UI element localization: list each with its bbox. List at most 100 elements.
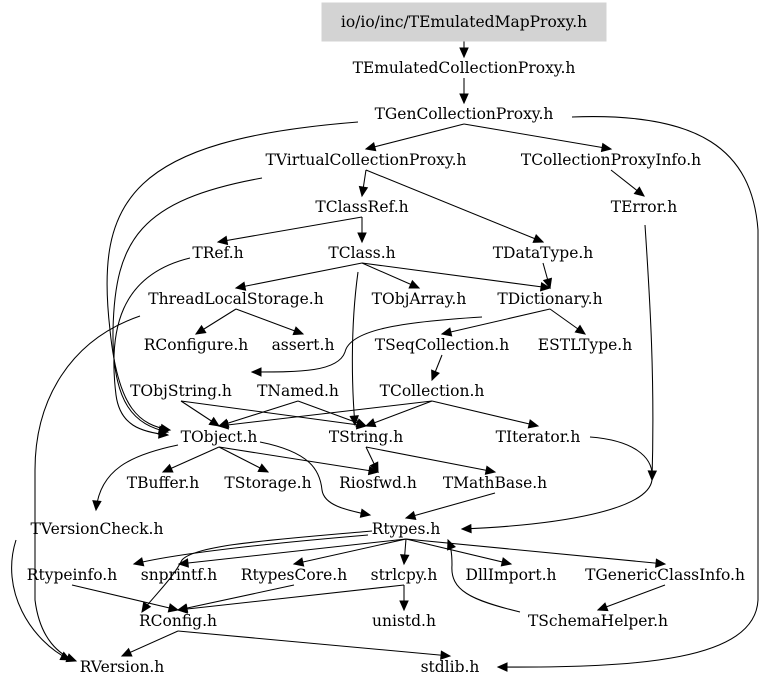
edge-tnamed-to-tstring (297, 400, 367, 427)
node-tstring: TString.h (329, 428, 403, 446)
node-tcollectionproxyinfo: TCollectionProxyInfo.h (521, 151, 701, 169)
edge-tdictionary-to-tseqcollection (441, 308, 551, 335)
edge-arrowhead (542, 277, 553, 290)
node-rtypescore: RtypesCore.h (241, 566, 347, 584)
edge-arrowhead (440, 327, 453, 337)
edge-arrowhead (459, 93, 469, 105)
edge-arrowhead (532, 234, 545, 243)
edge-arrowhead (399, 600, 409, 612)
node-root: io/io/inc/TEmulatedMapProxy.h (341, 13, 587, 31)
node-rtypes: Rtypes.h (372, 520, 441, 538)
node-titerator: TIterator.h (496, 428, 581, 446)
edge-arrowhead (460, 523, 472, 534)
edge-arrowhead (120, 647, 133, 657)
edge-arrowhead (357, 232, 367, 244)
edge-tgencollectionproxy-to-tcollectionproxyinfo (463, 123, 612, 150)
edge-tobject-to-tbuffer (162, 446, 220, 473)
node-rconfigure: RConfigure.h (144, 336, 249, 354)
edge-arrowhead (496, 662, 508, 672)
node-tref: TRef.h (192, 244, 243, 262)
node-terror: TError.h (611, 198, 677, 216)
edge-rtypeinfo-to-rconfig (71, 584, 179, 611)
edge-tvirtualcollectionproxy-to-tdatatype (365, 169, 544, 243)
edge-tvirtualcollectionproxy-to-tobject (112, 177, 263, 433)
node-tnamed: TNamed.h (257, 382, 339, 400)
edge-arrowhead (132, 557, 145, 567)
node-tobjarray: TObjArray.h (372, 290, 467, 308)
node-tgencollectionproxy: TGenCollectionProxy.h (375, 105, 554, 123)
node-tseqcollection: TSeqCollection.h (375, 336, 509, 354)
edge-arrowhead (484, 465, 497, 475)
edge-strlcpy-to-rconfig (177, 584, 405, 611)
node-tobjstring: TObjString.h (130, 382, 232, 400)
edge-arrowhead (257, 463, 270, 473)
node-rtypeinfo: Rtypeinfo.h (27, 566, 117, 584)
edge-arrowhead (177, 558, 189, 568)
edge-arrowhead (633, 186, 645, 197)
edge-tcollection-to-tstring (365, 400, 433, 427)
node-threadlocalstorage: ThreadLocalStorage.h (148, 290, 323, 308)
edge-arrowhead (355, 418, 368, 428)
edge-arrowhead (404, 510, 417, 521)
edge-arrowhead (539, 282, 552, 292)
edge-tclass-to-tstring (351, 271, 359, 426)
edge-arrowhead (250, 367, 262, 377)
edge-tcollection-to-tobject (218, 400, 433, 427)
edge-tdictionary-to-tobjstring (251, 316, 483, 373)
node-rversion: RVersion.h (80, 658, 165, 676)
edge-tgencollectionproxy-to-tobject (106, 121, 359, 431)
node-tmathbase: TMathBase.h (443, 474, 547, 492)
edge-arrowhead (292, 557, 305, 567)
edge-arrowhead (216, 235, 229, 246)
edge-tclass-to-tdictionary (361, 262, 551, 289)
edge-rtypes-to-rtypescore (293, 538, 407, 565)
edge-arrowhead (358, 185, 369, 198)
edge-arrowhead (431, 369, 440, 382)
edge-threadlocalstorage-to-assert (235, 308, 304, 335)
node-assert: assert.h (272, 336, 335, 354)
edge-tgenericclassinfo-to-tschemahelper (597, 584, 666, 611)
node-snprintf: snprintf.h (141, 566, 218, 584)
edge-arrowhead (367, 465, 380, 476)
edge-tgencollectionproxy-to-tvirtualcollectionproxy (365, 123, 465, 150)
node-riosfwd: Riosfwd.h (339, 474, 417, 492)
node-tversioncheck: TVersionCheck.h (31, 520, 164, 538)
graph-edges (11, 32, 759, 672)
edge-arrowhead (158, 429, 170, 439)
edge-arrowhead (500, 557, 513, 567)
edge-tobjstring-to-tstring (180, 400, 367, 427)
graph-nodes: io/io/inc/TEmulatedMapProxy.hTEmulatedCo… (27, 2, 745, 676)
edge-arrowhead (92, 500, 102, 512)
edge-tobject-to-riosfwd (218, 446, 379, 473)
node-estltype: ESTLType.h (538, 336, 632, 354)
edge-arrowhead (364, 418, 377, 428)
edge-tstring-to-tmathbase (365, 446, 496, 473)
node-tdatatype: TDataType.h (493, 244, 594, 262)
edge-threadlocalstorage-to-rversion (34, 315, 141, 662)
edge-tobject-to-tversioncheck (95, 444, 179, 511)
edge-rtypescore-to-rconfig (177, 584, 295, 611)
node-temulatedcollectionproxy: TEmulatedCollectionProxy.h (353, 59, 576, 77)
node-unistd: unistd.h (372, 612, 436, 630)
edge-titerator-to-rtypes (461, 436, 653, 530)
edge-tnamed-to-tobject (218, 400, 299, 427)
node-tobject: TObject.h (181, 428, 258, 446)
edge-arrowhead (647, 470, 658, 482)
edge-arrowhead (655, 558, 667, 568)
edge-tobject-to-rtypes (259, 441, 371, 516)
edge-arrowhead (167, 603, 180, 613)
edge-arrowhead (208, 416, 221, 427)
node-tclass: TClass.h (328, 244, 395, 262)
node-tschemahelper: TSchemaHelper.h (528, 612, 668, 630)
edge-arrowhead (364, 142, 377, 152)
node-tcollection: TCollection.h (380, 382, 485, 400)
node-tgenericclassinfo: TGenericClassInfo.h (585, 566, 745, 584)
edge-arrowhead (408, 279, 421, 289)
edge-tclass-to-threadlocalstorage (235, 262, 363, 289)
edge-arrowhead (234, 281, 247, 291)
edge-tmathbase-to-rtypes (405, 492, 496, 519)
edge-rconfig-to-rversion (121, 630, 179, 657)
edge-arrowhead (574, 324, 587, 335)
edge-rtypes-to-dllimport (405, 538, 512, 565)
